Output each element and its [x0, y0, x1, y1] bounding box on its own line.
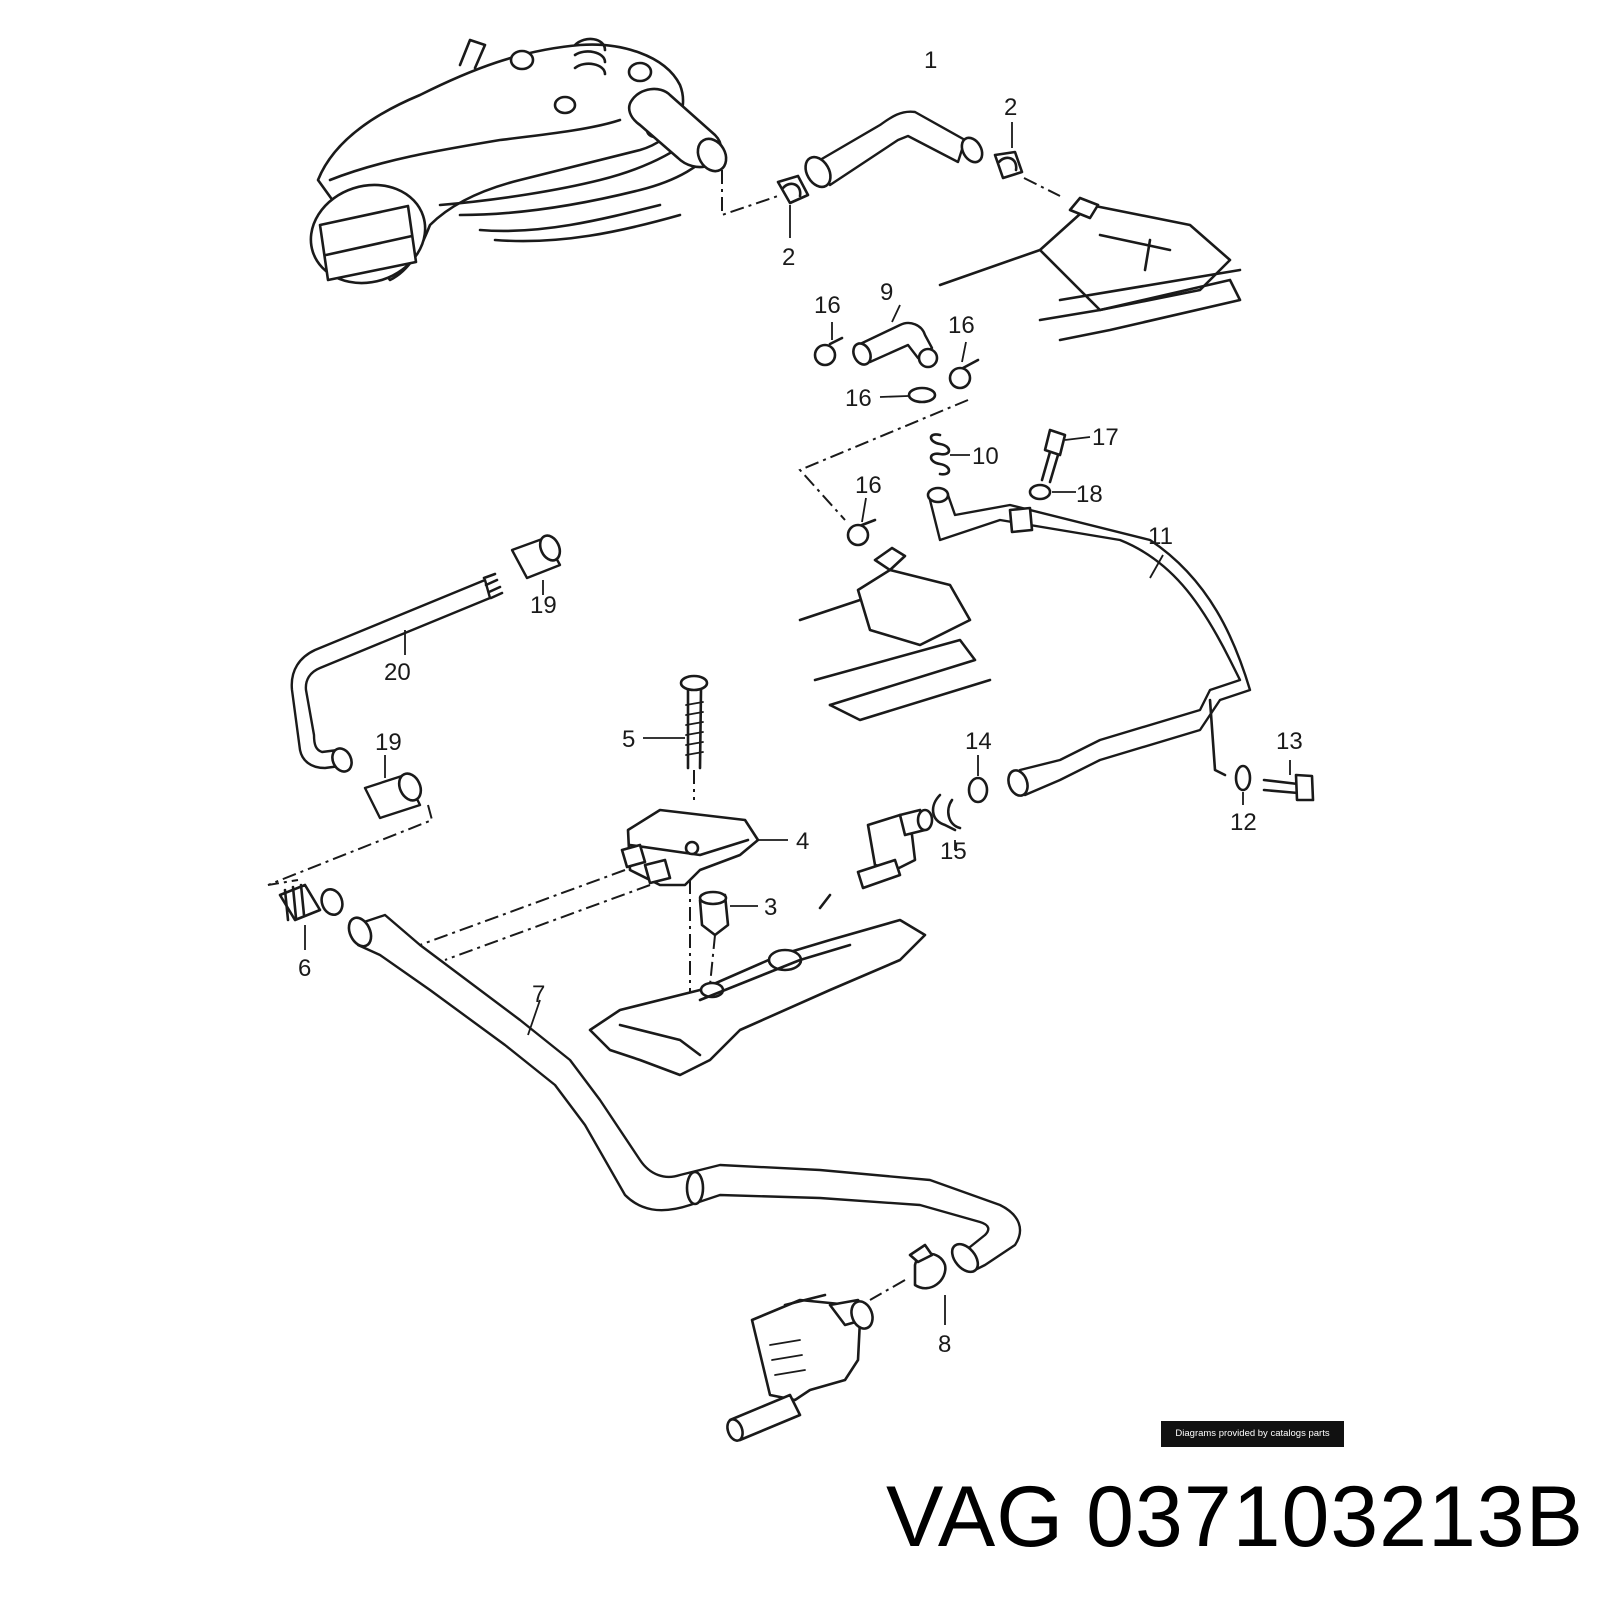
callout-16c: 16 — [845, 385, 872, 412]
valve-cover-lower — [588, 893, 927, 1077]
callout-8: 8 — [938, 1331, 951, 1358]
fitting-6 — [278, 883, 344, 950]
callout-1: 1 — [924, 47, 937, 74]
callout-3: 3 — [764, 894, 777, 921]
pipe-20 — [290, 572, 504, 773]
callout-9: 9 — [880, 279, 893, 306]
pipe-11 — [926, 486, 1252, 797]
callout-2a: 2 — [1004, 94, 1017, 121]
callout-4: 4 — [796, 828, 809, 855]
air-intake-housing — [309, 37, 728, 285]
bracket-4 — [620, 808, 788, 887]
screw-5 — [643, 674, 709, 770]
callout-15: 15 — [940, 838, 967, 865]
callout-18: 18 — [1076, 481, 1103, 508]
callout-11: 11 — [1148, 523, 1173, 550]
breather-hose-1 — [804, 110, 984, 189]
callout-6: 6 — [298, 955, 311, 982]
callout-16d: 16 — [855, 472, 882, 499]
valve-cover-middle — [798, 546, 992, 722]
breather-hose-7 — [347, 913, 1022, 1274]
sleeve-19-top — [510, 534, 562, 595]
small-hose-9 — [852, 304, 939, 369]
grommet-3 — [698, 890, 758, 937]
brand-name: VAG — [885, 1469, 1065, 1565]
callout-13: 13 — [1276, 728, 1303, 755]
callout-12: 12 — [1230, 809, 1257, 836]
hose-clip-16-b — [948, 341, 980, 390]
pcv-valve-15 — [856, 808, 934, 890]
bolt-13 — [1262, 760, 1315, 802]
valve-cover-top — [938, 196, 1242, 342]
sleeve-19-bottom — [363, 755, 423, 820]
hose-clip-16-d — [846, 497, 877, 547]
callout-14: 14 — [965, 728, 992, 755]
callout-16b: 16 — [948, 312, 975, 339]
part-number: 037103213B — [1086, 1469, 1584, 1565]
hose-clip-16-c — [879, 386, 937, 404]
callout-2b: 2 — [782, 244, 795, 271]
bolt-17 — [1040, 428, 1091, 484]
callout-19b: 19 — [375, 729, 402, 756]
callout-5: 5 — [622, 726, 635, 753]
washer-18 — [1028, 483, 1076, 501]
callout-20: 20 — [384, 659, 411, 686]
washer-14 — [967, 755, 989, 804]
hose-clip-16-a — [813, 322, 844, 367]
callout-7: 7 — [532, 981, 545, 1008]
washer-12 — [1234, 764, 1252, 805]
callout-10: 10 — [972, 443, 999, 470]
retaining-clip-15 — [931, 793, 962, 850]
spring-clip-10 — [929, 433, 970, 476]
credit-banner: Diagrams provided by catalogs parts — [1161, 1421, 1344, 1447]
hose-clip-8 — [908, 1243, 947, 1325]
callout-19a: 19 — [530, 592, 557, 619]
hose-clip-2-left — [776, 174, 810, 238]
callout-17: 17 — [1092, 424, 1119, 451]
pcv-valve-bottom — [726, 1293, 874, 1442]
callout-16a: 16 — [814, 292, 841, 319]
hose-clip-2-right — [993, 122, 1024, 180]
